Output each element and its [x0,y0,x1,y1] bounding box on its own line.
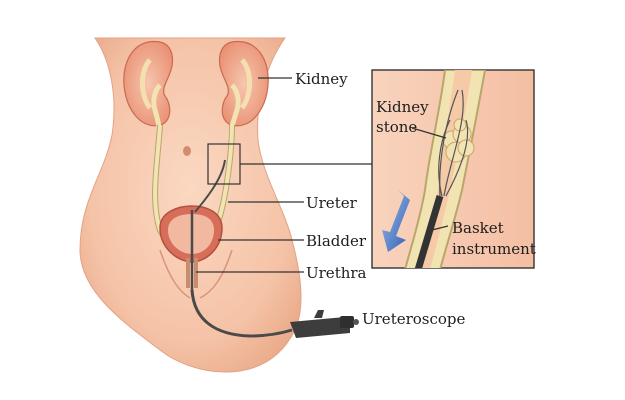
label-kidney: Kidney [295,70,348,88]
flow-arrow-icon [382,190,410,252]
kidney-left-icon [123,40,174,141]
basket-icon [438,89,469,197]
label-bladder: Bladder [306,232,367,250]
scope-shaft [414,195,444,268]
leader-lines [196,77,449,273]
label-ureter: Ureter [306,194,358,212]
kidney-right-icon [218,40,269,141]
label-kidney-stone-line1: Kidney [376,98,429,116]
label-kidney-stone-line2: stone [376,118,417,136]
navel [183,146,191,156]
ureteroscope-icon [190,159,359,338]
label-basket-line2: instrument [452,240,536,258]
label-basket-line1: Basket [452,219,504,237]
bladder-icon [159,205,223,263]
urethra [186,258,198,288]
label-urethra: Urethra [306,264,367,282]
inset-panel [371,69,535,269]
label-ureteroscope: Ureteroscope [362,310,466,328]
